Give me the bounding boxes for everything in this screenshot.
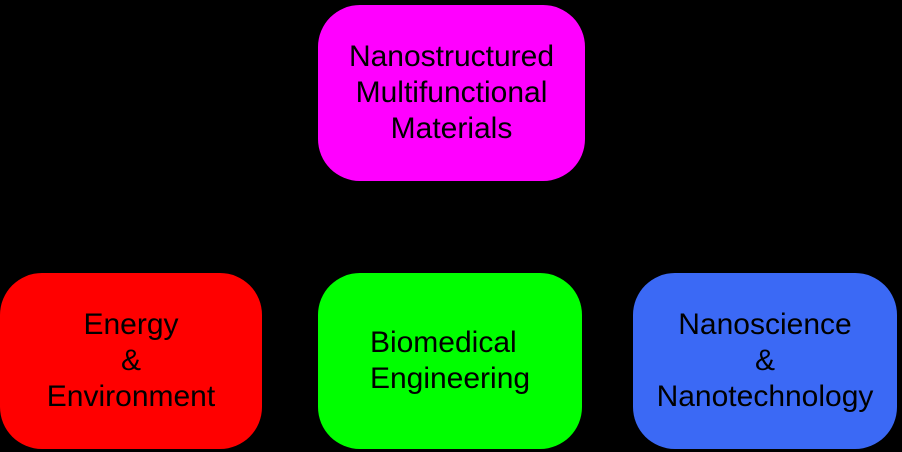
- nanoscience-box-text: Nanoscience & Nanotechnology: [657, 307, 874, 415]
- energy-box-line-1: Energy: [83, 308, 179, 341]
- biomedical-box-line-2: Engineering: [369, 362, 531, 395]
- nanoscience-box-line-3: Nanotechnology: [656, 380, 874, 413]
- biomedical-box-line-1: Biomedical: [369, 326, 517, 359]
- nanoscience-nanotechnology-box: Nanoscience & Nanotechnology: [633, 273, 897, 449]
- energy-box-line-3: Environment: [46, 380, 216, 413]
- energy-box-line-2: &: [120, 344, 141, 377]
- materials-box-line-1: Nanostructured: [348, 40, 555, 73]
- energy-box-text: Energy & Environment: [47, 307, 215, 415]
- biomedical-box-text: Biomedical Engineering: [370, 325, 530, 397]
- materials-box-line-2: Multifunctional: [355, 76, 548, 109]
- energy-environment-box: Energy & Environment: [0, 273, 262, 449]
- nanoscience-box-line-1: Nanoscience: [678, 308, 852, 341]
- biomedical-engineering-box: Biomedical Engineering: [318, 273, 582, 449]
- nanostructured-multifunctional-materials-box: Nanostructured Multifunctional Materials: [318, 5, 585, 181]
- nanoscience-box-line-2: &: [754, 344, 775, 377]
- materials-box-text: Nanostructured Multifunctional Materials: [349, 39, 554, 147]
- materials-box-line-3: Materials: [390, 112, 513, 145]
